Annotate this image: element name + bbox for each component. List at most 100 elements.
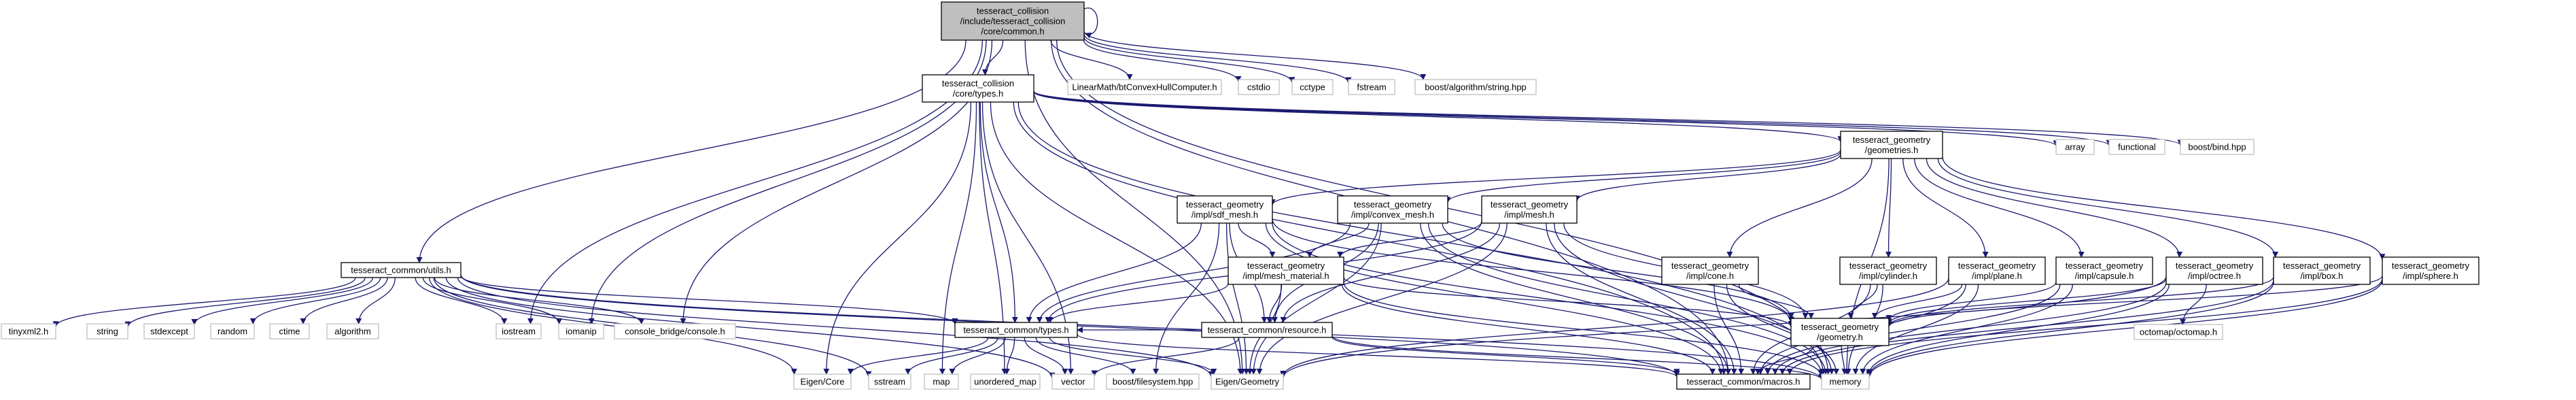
node-algorithm: algorithm bbox=[326, 323, 379, 339]
edge-common_types-to-sstream bbox=[905, 337, 998, 375]
node-box bbox=[868, 373, 911, 390]
edge-common_types-to-vector bbox=[1024, 337, 1068, 375]
edge-utils-to-iostream bbox=[415, 277, 508, 324]
edge-box-to-macros bbox=[1779, 280, 2274, 375]
node-macros[interactable]: tesseract_common/macros.h bbox=[1676, 373, 1811, 390]
node-label: vector bbox=[1061, 377, 1085, 387]
node-box bbox=[210, 323, 255, 339]
edge-root-to-fstream bbox=[1083, 34, 1352, 84]
node-label: /impl/octree.h bbox=[2188, 271, 2241, 281]
node-octree[interactable]: tesseract_geometry/impl/octree.h bbox=[2165, 256, 2263, 285]
edge-geometries-to-cylinder bbox=[1885, 158, 1892, 258]
edge-core_types-to-geometries bbox=[1033, 91, 1844, 143]
node-ctime: ctime bbox=[269, 323, 310, 339]
edge-utils-to-vector bbox=[445, 277, 1056, 379]
edge-core_types-to-eigen_core bbox=[823, 101, 972, 375]
node-cone[interactable]: tesseract_geometry/impl/cone.h bbox=[1661, 256, 1759, 285]
node-box bbox=[495, 323, 542, 339]
node-label: tesseract_geometry bbox=[1853, 135, 1931, 145]
edge-utils-to-string bbox=[124, 277, 366, 328]
edge-common_types-to-eigen_geometry bbox=[1049, 337, 1217, 375]
node-label: sstream bbox=[874, 377, 905, 387]
node-utils[interactable]: tesseract_common/utils.h bbox=[341, 262, 462, 278]
node-box bbox=[1238, 79, 1280, 95]
node-sphere[interactable]: tesseract_geometry/impl/sphere.h bbox=[2382, 256, 2479, 285]
node-box bbox=[1414, 79, 1537, 95]
node-box bbox=[1676, 373, 1811, 390]
node-label: tinyxml2.h bbox=[9, 327, 49, 337]
edge-resource-to-vector bbox=[1091, 337, 1240, 377]
node-label: iomanip bbox=[565, 327, 597, 337]
node-vector: vector bbox=[1051, 373, 1095, 390]
node-core-types[interactable]: tesseract_collision/core/types.h bbox=[922, 74, 1034, 103]
edge-common_types-to-macros bbox=[1077, 333, 1680, 378]
edge-sphere-to-memory bbox=[1866, 280, 2383, 378]
edge-convex_mesh-to-common_types bbox=[1036, 222, 1351, 323]
node-eigen-geometry: Eigen/Geometry bbox=[1211, 373, 1284, 390]
node-root[interactable]: tesseract_collision/include/tesseract_co… bbox=[941, 1, 1085, 41]
node-label: tesseract_geometry bbox=[1849, 261, 1928, 271]
edge-common_types-to-map bbox=[949, 337, 1006, 375]
node-box bbox=[143, 323, 195, 339]
edge-sdf_mesh-to-memory bbox=[1272, 222, 1825, 376]
node-box bbox=[1839, 256, 1937, 285]
edge-geometries-to-mesh bbox=[1573, 154, 1841, 202]
node-label: tesseract_collision bbox=[942, 78, 1014, 88]
node-label: map bbox=[933, 377, 950, 387]
edge-utils-to-eigen_geometry bbox=[457, 277, 1215, 378]
node-convex-mesh[interactable]: tesseract_geometry/impl/convex_mesh.h bbox=[1337, 195, 1448, 224]
node-btconvex: LinearMath/btConvexHullComputer.h bbox=[1067, 79, 1222, 95]
node-box bbox=[1228, 256, 1344, 285]
node-sdf-mesh[interactable]: tesseract_geometry/impl/sdf_mesh.h bbox=[1177, 195, 1273, 224]
node-fstream: fstream bbox=[1348, 79, 1395, 95]
node-eigen-core: Eigen/Core bbox=[793, 373, 852, 390]
node-plane[interactable]: tesseract_geometry/impl/plane.h bbox=[1948, 256, 2046, 285]
node-label: /include/tesseract_collision bbox=[960, 16, 1066, 27]
node-capsule[interactable]: tesseract_geometry/impl/capsule.h bbox=[2055, 256, 2153, 285]
node-box bbox=[1177, 195, 1273, 224]
edge-core_types-to-functional bbox=[1033, 90, 2112, 146]
node-sstream: sstream bbox=[868, 373, 911, 390]
node-label: fstream bbox=[1357, 82, 1386, 93]
edge-common_types-to-eigen_core bbox=[847, 337, 989, 375]
node-box bbox=[1291, 79, 1334, 95]
edge-geometries-to-box bbox=[1937, 158, 2279, 258]
edge-utils-to-common_types bbox=[460, 276, 958, 325]
edge-plane-to-geometry bbox=[1871, 284, 1963, 319]
edge-utils-to-algorithm bbox=[355, 277, 396, 324]
node-mesh-material[interactable]: tesseract_geometry/impl/mesh_material.h bbox=[1228, 256, 1344, 285]
node-label: tesseract_geometry bbox=[2392, 261, 2470, 271]
node-common-types[interactable]: tesseract_common/types.h bbox=[954, 322, 1078, 338]
edge-mesh_material-to-geometry bbox=[1343, 277, 1794, 327]
node-label: console_bridge/console.h bbox=[625, 327, 725, 337]
edge-geometries-to-octree bbox=[1926, 158, 2183, 258]
node-unordered-map: unordered_map bbox=[970, 373, 1041, 390]
node-label: stdexcept bbox=[150, 327, 188, 337]
node-box[interactable]: tesseract_geometry/impl/box.h bbox=[2273, 256, 2371, 285]
edge-geometries-to-convex_mesh bbox=[1444, 151, 1841, 203]
node-geometries[interactable]: tesseract_geometry/geometries.h bbox=[1840, 131, 1943, 159]
edge-utils-to-console_bridge bbox=[434, 277, 645, 324]
edge-capsule-to-macros bbox=[1764, 284, 2061, 375]
node-geometry[interactable]: tesseract_geometry/geometry.h bbox=[1790, 318, 1890, 346]
node-resource[interactable]: tesseract_common/resource.h bbox=[1201, 322, 1333, 338]
node-label: tesseract_geometry bbox=[2176, 261, 2254, 271]
node-label: /impl/capsule.h bbox=[2075, 271, 2134, 281]
node-iostream: iostream bbox=[495, 323, 542, 339]
node-label: tesseract_geometry bbox=[1186, 199, 1264, 210]
node-label: cctype bbox=[1300, 82, 1325, 93]
edge-mesh-to-mesh_material bbox=[1337, 221, 1482, 258]
node-label: boost/algorithm/string.hpp bbox=[1425, 82, 1527, 93]
node-label: tesseract_common/resource.h bbox=[1208, 325, 1327, 335]
node-box bbox=[924, 373, 959, 390]
edge-common_types-to-boost_fs bbox=[1035, 337, 1136, 375]
node-label: /impl/convex_mesh.h bbox=[1351, 210, 1434, 220]
node-iomanip: iomanip bbox=[558, 323, 604, 339]
node-mesh[interactable]: tesseract_geometry/impl/mesh.h bbox=[1481, 195, 1578, 224]
node-label: tesseract_common/utils.h bbox=[351, 265, 451, 276]
node-label: /core/common.h bbox=[981, 27, 1044, 37]
node-box bbox=[2180, 139, 2255, 155]
node-random: random bbox=[210, 323, 255, 339]
node-cylinder[interactable]: tesseract_geometry/impl/cylinder.h bbox=[1839, 256, 1937, 285]
node-label: boost/filesystem.hpp bbox=[1113, 377, 1194, 387]
